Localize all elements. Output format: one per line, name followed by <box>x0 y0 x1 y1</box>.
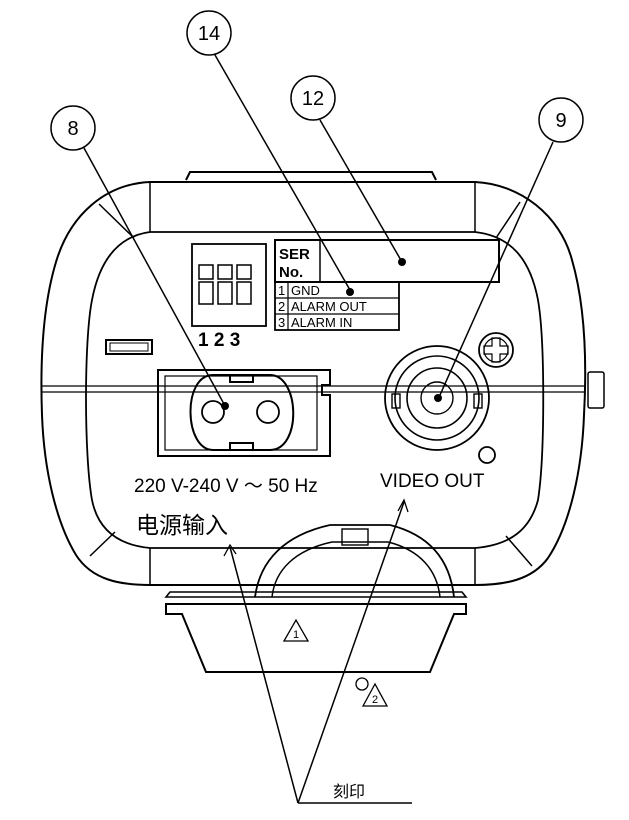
handle-right <box>389 524 455 598</box>
engraving-leader-left <box>229 546 299 804</box>
indicator-slot-inner <box>109 342 149 352</box>
bnc-outer <box>384 345 490 451</box>
dip-switch-numbers: 1 2 3 <box>198 330 240 351</box>
callout-label-12: 12 <box>302 88 324 110</box>
leader-line-12 <box>319 119 403 263</box>
arrowhead-right <box>397 498 409 513</box>
power-input-cn-label: 电源输入 <box>136 512 228 538</box>
handle-left-inner <box>271 541 333 598</box>
pin-row-2-name: ALARM OUT <box>291 299 367 314</box>
arrowhead-left <box>223 543 237 557</box>
note-number-2: 2 <box>372 694 378 706</box>
dip-switch-3 <box>236 264 252 280</box>
screw-cross <box>483 337 509 363</box>
pin-table-box <box>274 281 400 331</box>
leader-line-9 <box>439 141 554 396</box>
leader-line-8 <box>83 147 225 405</box>
dip-switch-2 <box>217 264 233 280</box>
dip-switch-1-lever <box>198 281 214 305</box>
callout-circle-12 <box>290 75 336 121</box>
handle-right-inner <box>387 541 441 598</box>
mount-base-top <box>164 591 468 598</box>
pin-row-1-name: GND <box>291 283 320 298</box>
video-out-label: VIDEO OUT <box>380 471 485 492</box>
pin-row-3-name: ALARM IN <box>291 315 352 330</box>
pin-row-3-num: 3 <box>278 315 285 330</box>
pin-row-2-num: 2 <box>278 299 285 314</box>
note-triangle-1 <box>282 618 310 642</box>
dip-switch-1 <box>198 264 214 280</box>
callout-label-9: 9 <box>555 110 566 132</box>
leader-dot-9 <box>434 394 442 402</box>
corner-line <box>495 201 521 239</box>
leader-dot-8 <box>221 402 229 410</box>
bnc-lug-left <box>391 393 401 409</box>
led-indicator <box>478 446 496 464</box>
callout-label-14: 14 <box>198 23 220 45</box>
dip-switch-3-lever <box>236 281 252 305</box>
callout-circle-8 <box>50 105 96 151</box>
bnc-lug-right <box>473 393 483 409</box>
note-triangle-2 <box>361 682 389 707</box>
note-number-1: 1 <box>293 629 299 641</box>
note-circle-2 <box>355 677 369 691</box>
engraving-label: 刻印 <box>333 783 365 801</box>
callout-circle-14 <box>186 10 232 56</box>
corner-line <box>505 535 533 567</box>
callout-label-8: 8 <box>67 118 78 140</box>
mount-base <box>165 603 467 673</box>
corner-line <box>89 531 116 557</box>
power-socket <box>189 374 295 451</box>
dip-switch-housing <box>191 243 267 327</box>
leader-line-14 <box>214 54 351 291</box>
top-bracket <box>185 171 437 181</box>
power-rating-label: 220 V-240 V ～ 50 Hz <box>134 476 318 497</box>
power-connector-outline <box>157 369 331 457</box>
power-pin-right <box>256 400 280 424</box>
bnc-pin-ring <box>420 381 454 415</box>
dip-switch-2-lever <box>217 281 233 305</box>
ser-label-line2: No. <box>279 264 303 281</box>
power-pin-left <box>201 400 225 424</box>
screw-head-inner <box>483 337 509 363</box>
bnc-body <box>406 367 468 429</box>
screw-head <box>478 332 514 368</box>
leader-dot-14 <box>346 288 354 296</box>
front-plate-outline <box>85 231 545 549</box>
indicator-slot <box>105 339 153 355</box>
side-knob <box>587 371 605 409</box>
handle-left <box>254 524 331 598</box>
ser-label-line1: SER <box>279 246 310 263</box>
handle-clip <box>341 528 369 546</box>
engraving-leader-right <box>297 501 405 804</box>
leader-dot-12 <box>398 258 406 266</box>
bnc-ring <box>394 355 480 441</box>
corner-line <box>98 203 135 239</box>
pin-row-1-num: 1 <box>278 283 285 298</box>
callout-circle-9 <box>538 97 584 143</box>
